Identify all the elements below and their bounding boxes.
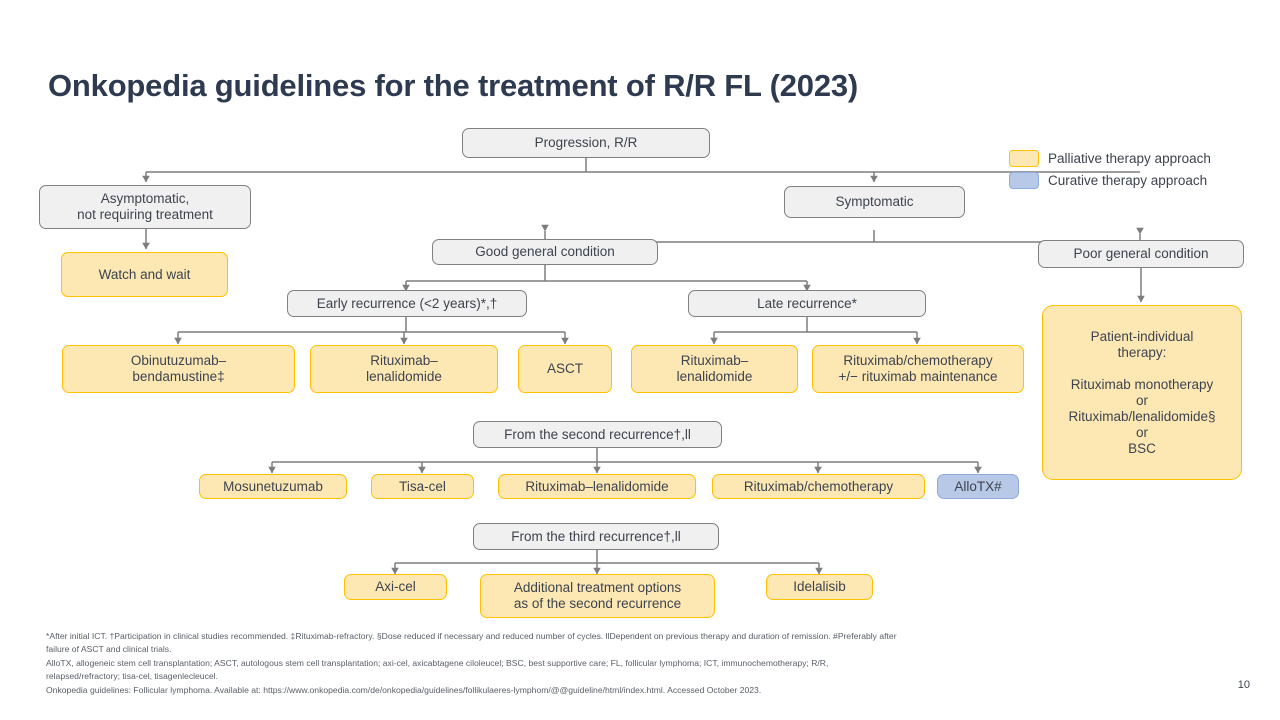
page-number: 10 [1237,679,1250,691]
node-poor-general-condition[interactable]: Poor general condition [1038,240,1244,268]
node-obinutuzumab-bendamustine[interactable]: Obinutuzumab– bendamustine‡ [62,345,295,393]
node-rituximab-lenalidomide-early[interactable]: Rituximab– lenalidomide [310,345,498,393]
node-idelalisib[interactable]: Idelalisib [766,574,873,600]
node-symptomatic[interactable]: Symptomatic [784,186,965,218]
node-rituximab-chemotherapy-maintenance[interactable]: Rituximab/chemotherapy +/− rituximab mai… [812,345,1024,393]
node-patient-individual-therapy[interactable]: Patient-individual therapy: Rituximab mo… [1042,305,1242,480]
legend-item-curative: Curative therapy approach [1009,171,1211,190]
node-third-recurrence[interactable]: From the third recurrence†,ll [473,523,719,550]
node-good-general-condition[interactable]: Good general condition [432,239,658,265]
page-title: Onkopedia guidelines for the treatment o… [48,68,859,103]
node-axi-cel[interactable]: Axi-cel [344,574,447,600]
footnote-line-2: failure of ASCT and clinical trials. [46,644,172,655]
curative-color-swatch [1009,172,1039,189]
node-early-recurrence[interactable]: Early recurrence (<2 years)*,† [287,290,527,317]
palliative-color-swatch [1009,150,1039,167]
node-tisa-cel[interactable]: Tisa-cel [371,474,474,499]
node-asymptomatic[interactable]: Asymptomatic, not requiring treatment [39,185,251,229]
node-watch-and-wait[interactable]: Watch and wait [61,252,228,297]
node-additional-treatment-options[interactable]: Additional treatment options as of the s… [480,574,715,618]
legend-label-curative: Curative therapy approach [1048,173,1208,188]
node-mosunetuzumab[interactable]: Mosunetuzumab [199,474,347,499]
node-progression[interactable]: Progression, R/R [462,128,710,158]
footnote-source-line: Onkopedia guidelines: Follicular lymphom… [46,684,762,695]
node-asct[interactable]: ASCT [518,345,612,393]
node-late-recurrence[interactable]: Late recurrence* [688,290,926,317]
node-rituximab-lenalidomide-late[interactable]: Rituximab– lenalidomide [631,345,798,393]
footnote-line-3: AlloTX, allogeneic stem cell transplanta… [46,657,829,668]
legend: Palliative therapy approach Curative the… [1009,149,1211,193]
footnote-line-4: relapsed/refractory; tisa-cel, tisagenle… [46,671,218,682]
node-rituximab-chemotherapy-second[interactable]: Rituximab/chemotherapy [712,474,925,499]
footnote-line-1: *After initial ICT. †Participation in cl… [46,631,897,641]
node-second-recurrence[interactable]: From the second recurrence†,ll [473,421,722,448]
footnotes: *After initial ICT. †Participation in cl… [46,630,1246,697]
node-allotx[interactable]: AlloTX# [937,474,1019,499]
node-rituximab-lenalidomide-second[interactable]: Rituximab–lenalidomide [498,474,696,499]
legend-label-palliative: Palliative therapy approach [1048,151,1211,166]
legend-item-palliative: Palliative therapy approach [1009,149,1211,168]
